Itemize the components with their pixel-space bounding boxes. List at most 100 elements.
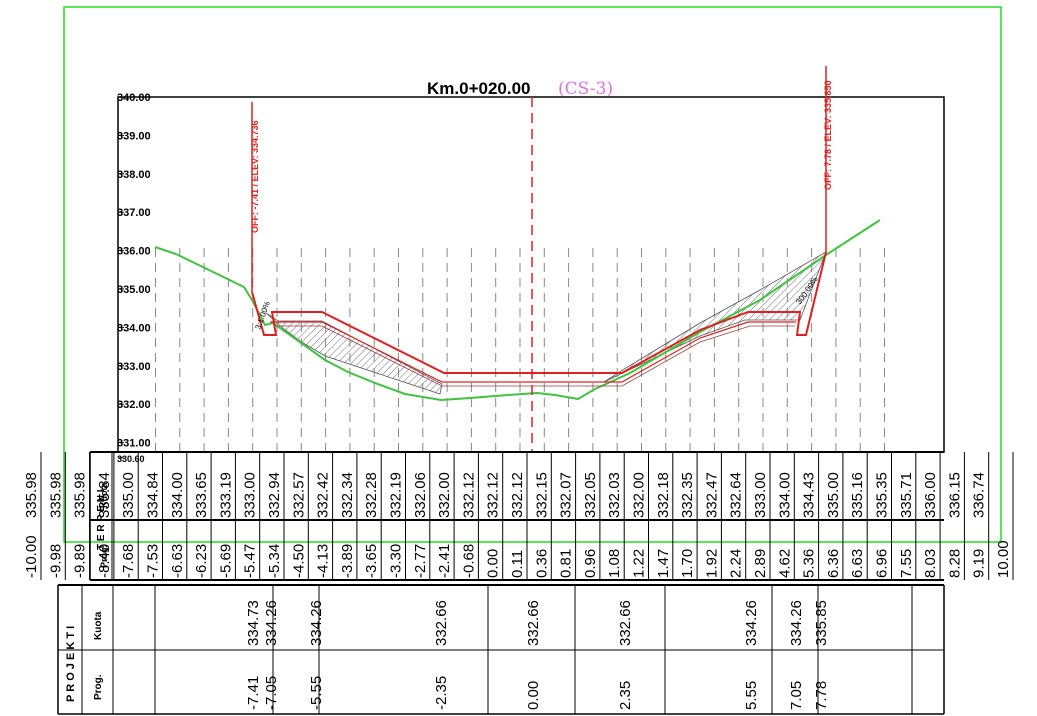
terrain-prog-value: 0.11 xyxy=(509,550,526,578)
project-kuota-value: 332.66 xyxy=(525,600,542,646)
terrain-kuota-value: 335.98 xyxy=(72,472,89,518)
terrain-prog-value: -5.34 xyxy=(266,544,283,578)
terrain-kuota-value: 336.15 xyxy=(946,472,963,518)
elevation-tick-label: 336.00 xyxy=(117,246,151,258)
project-kuota-value: 334.26 xyxy=(308,600,325,646)
terrain-kuota-value: 333.65 xyxy=(193,472,210,518)
cut-hatch-right xyxy=(603,251,827,383)
elevation-tick-label: 333.00 xyxy=(117,361,151,373)
project-prog-value: -5.55 xyxy=(308,676,325,710)
terrain-kuota-value: 332.35 xyxy=(679,472,696,518)
project-prog-value: -2.35 xyxy=(433,676,450,710)
terrain-prog-value: 4.62 xyxy=(776,549,793,578)
project-prog-value: -7.41 xyxy=(245,676,262,710)
terrain-kuota-value: 333.00 xyxy=(752,472,769,518)
station-projection-lines xyxy=(155,248,885,452)
terrain-kuota-value: 332.15 xyxy=(533,472,550,518)
terrain-kuota-value: 332.57 xyxy=(290,472,307,518)
terrain-prog-value: -3.30 xyxy=(388,544,405,578)
project-prog-label: Prog. xyxy=(93,674,104,700)
project-prog-value: 7.78 xyxy=(813,681,830,710)
terrain-kuota-value: 335.16 xyxy=(849,472,866,518)
terrain-kuota-value: 332.42 xyxy=(315,472,332,518)
project-kuota-value: 332.66 xyxy=(433,600,450,646)
left-offset-label: OFF: -7.41 / ELEV: 334.736 xyxy=(250,120,260,233)
terrain-prog-value: 8.03 xyxy=(922,549,939,578)
design-subgrade-line xyxy=(270,321,796,383)
terrain-kuota-value: 335.84 xyxy=(96,472,113,518)
design-subbase-line xyxy=(274,325,795,387)
terrain-kuota-value: 334.84 xyxy=(145,472,162,518)
terrain-kuota-value: 332.03 xyxy=(606,472,623,518)
terrain-kuota-value: 334.00 xyxy=(169,472,186,518)
elevation-tick-label: 338.00 xyxy=(117,169,151,181)
terrain-prog-value: 5.36 xyxy=(801,549,818,578)
elevation-tick-label: 331.00 xyxy=(117,438,151,450)
terrain-kuota-value: 332.64 xyxy=(728,472,745,518)
terrain-kuota-value: 332.47 xyxy=(703,472,720,518)
terrain-kuota-value: 335.00 xyxy=(825,472,842,518)
ground-line xyxy=(154,219,881,402)
terrain-prog-value: -10.00 xyxy=(23,535,40,578)
terrain-prog-value: 10.00 xyxy=(995,540,1012,578)
project-prog-value: -7.05 xyxy=(263,676,280,710)
elevation-tick-label: 334.00 xyxy=(117,322,151,334)
terrain-prog-value: 9.19 xyxy=(971,549,988,578)
terrain-kuota-value: 332.05 xyxy=(582,472,599,518)
terrain-prog-value: 6.63 xyxy=(849,549,866,578)
terrain-band-values: -10.00-9.98-9.89-8.40-7.68-7.53-6.63-6.2… xyxy=(23,452,1014,580)
terrain-prog-value: -5.69 xyxy=(217,544,234,578)
terrain-kuota-value: 336.00 xyxy=(922,472,939,518)
terrain-prog-value: 0.81 xyxy=(558,549,575,578)
elevation-tick-label: 337.00 xyxy=(117,207,151,219)
terrain-prog-value: -5.47 xyxy=(242,544,259,578)
terrain-prog-value: -2.77 xyxy=(412,544,429,578)
section-tag: (CS-3) xyxy=(558,79,613,99)
terrain-kuota-value: 332.12 xyxy=(460,472,477,518)
project-kuota-value: 334.26 xyxy=(788,600,805,646)
terrain-kuota-value: 333.19 xyxy=(217,472,234,518)
project-kuota-label: Kuota xyxy=(93,611,104,640)
terrain-prog-value: 2.89 xyxy=(752,549,769,578)
terrain-prog-value: -4.50 xyxy=(290,544,307,578)
terrain-prog-value: 0.96 xyxy=(582,549,599,578)
elevation-tick-label: 339.00 xyxy=(117,130,151,142)
terrain-prog-value: 1.47 xyxy=(655,549,672,578)
terrain-prog-value: -3.89 xyxy=(339,544,356,578)
terrain-prog-value: 1.70 xyxy=(679,549,696,578)
terrain-kuota-value: 332.00 xyxy=(436,472,453,518)
project-band-frame xyxy=(57,584,945,715)
terrain-kuota-value: 335.71 xyxy=(898,472,915,518)
project-prog-value: 0.00 xyxy=(525,681,542,710)
terrain-prog-value: 6.96 xyxy=(874,549,891,578)
terrain-prog-value: 7.55 xyxy=(898,549,915,578)
project-section-label: P R O J E K T I xyxy=(65,626,77,702)
terrain-kuota-value: 335.00 xyxy=(120,472,137,518)
terrain-kuota-value: 332.94 xyxy=(266,472,283,518)
project-kuota-value: 332.66 xyxy=(617,600,634,646)
elevation-tick-label: 335.00 xyxy=(117,284,151,296)
terrain-kuota-value: 332.07 xyxy=(558,472,575,518)
terrain-prog-value: -6.63 xyxy=(169,544,186,578)
terrain-prog-label: Prog. xyxy=(99,545,109,568)
terrain-prog-value: -9.98 xyxy=(47,544,64,578)
terrain-kuota-label: Kuota xyxy=(99,482,109,508)
terrain-kuota-value: 332.18 xyxy=(655,472,672,518)
terrain-section-label: T E R R E N I xyxy=(96,489,107,550)
terrain-kuota-value: 336.74 xyxy=(971,472,988,518)
terrain-prog-value: -7.53 xyxy=(145,544,162,578)
terrain-prog-value: 6.36 xyxy=(825,549,842,578)
terrain-prog-value: 1.92 xyxy=(703,549,720,578)
terrain-prog-value: -7.68 xyxy=(120,544,137,578)
terrain-prog-value: 0.36 xyxy=(533,549,550,578)
terrain-kuota-value: 332.12 xyxy=(485,472,502,518)
project-band-values: 334.73-7.41334.26-7.05334.26-5.55332.66-… xyxy=(154,585,913,714)
sheet-frame xyxy=(63,6,1002,543)
elevation-tick-label: 330.60 xyxy=(117,454,145,464)
terrain-kuota-value: 332.12 xyxy=(509,472,526,518)
terrain-prog-value: 8.28 xyxy=(946,549,963,578)
terrain-prog-value: 0.00 xyxy=(485,549,502,578)
terrain-kuota-value: 334.43 xyxy=(801,472,818,518)
terrain-prog-value: -9.89 xyxy=(72,544,89,578)
